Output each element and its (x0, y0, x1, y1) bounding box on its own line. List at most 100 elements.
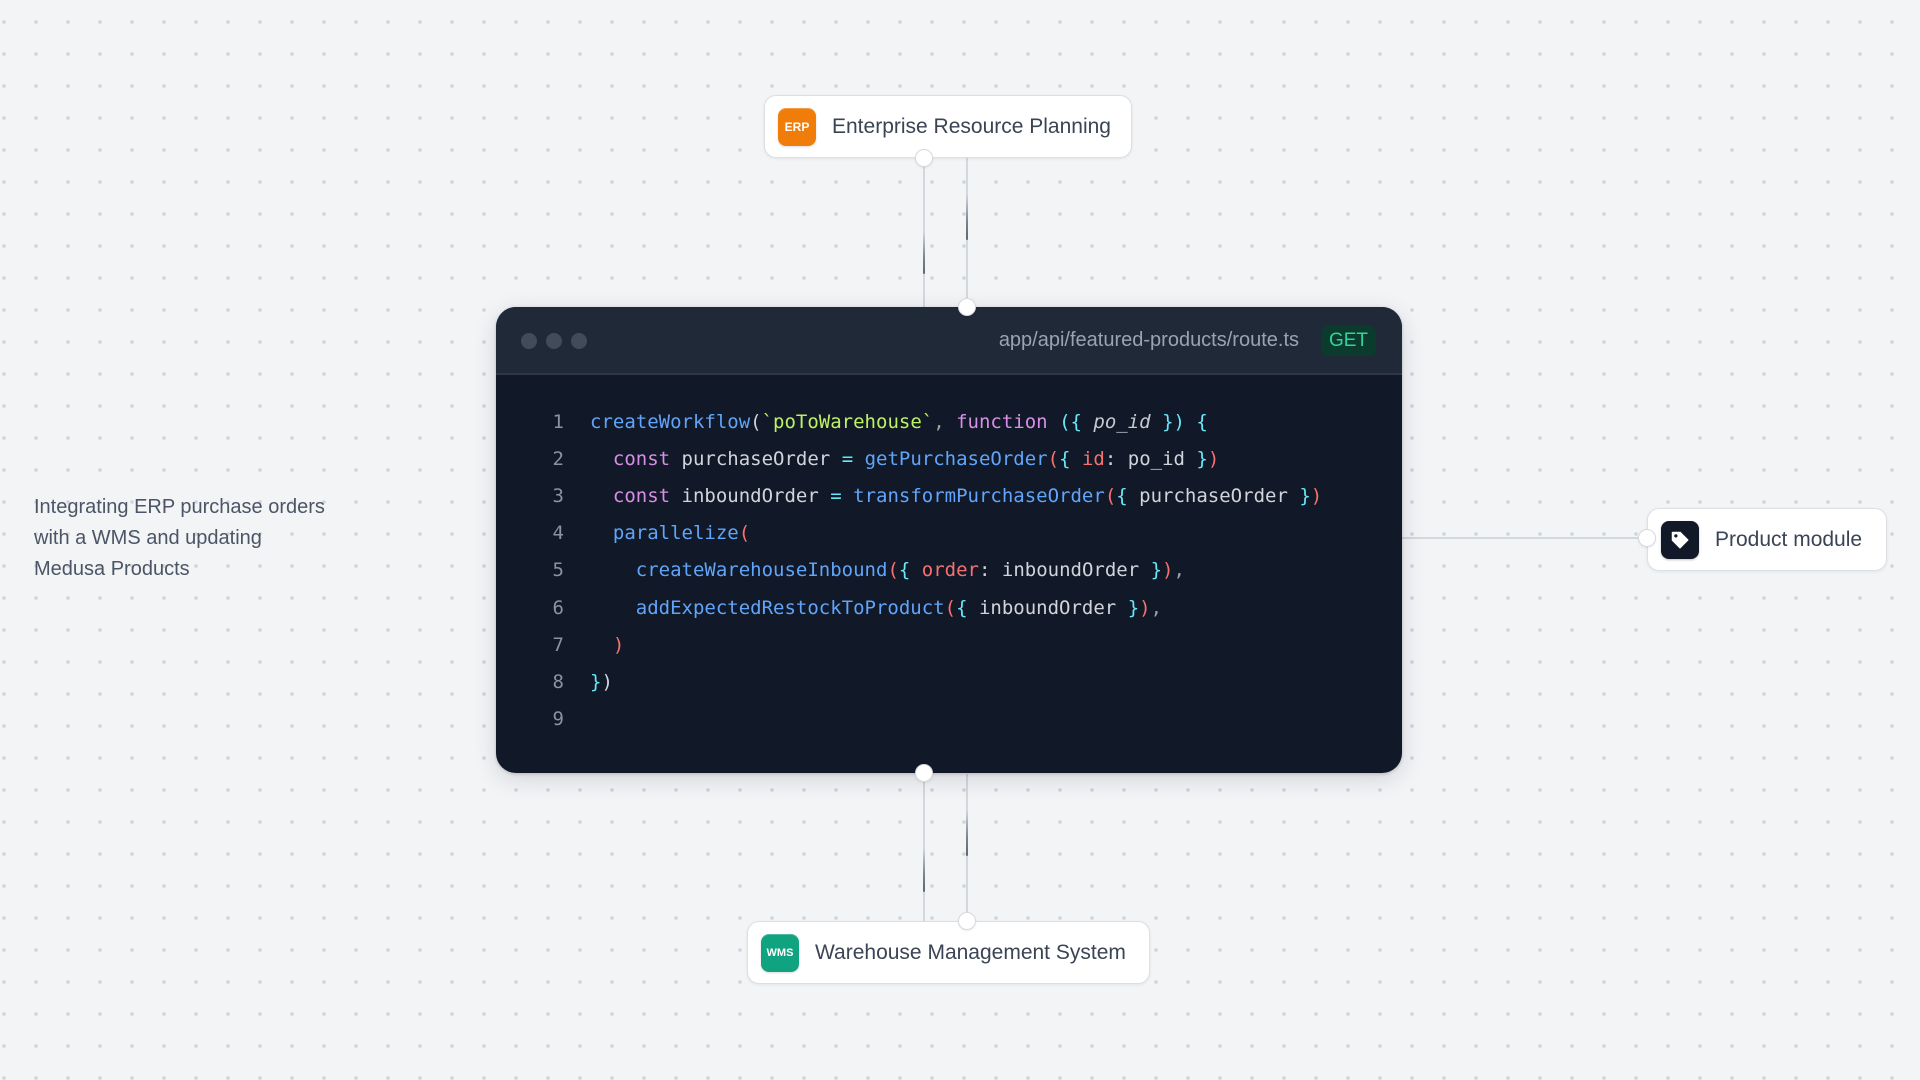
code-token: ( (750, 410, 762, 433)
code-line: 8}) (496, 663, 1402, 700)
window-dot-minimize (546, 333, 562, 349)
erp-node-label: Enterprise Resource Planning (832, 114, 1111, 138)
code-token (842, 485, 853, 507)
code-token: } (1299, 484, 1311, 507)
code-token: ({ (1059, 410, 1082, 433)
code-window-header: app/api/featured-products/route.ts GET (496, 307, 1402, 375)
code-token (590, 522, 613, 544)
code-token (1151, 411, 1162, 433)
code-token: ) (612, 633, 625, 656)
code-token: ) (1139, 596, 1151, 619)
connector-product (1402, 537, 1652, 539)
code-token: } (590, 670, 602, 693)
code-token: ) (601, 670, 613, 693)
code-token: } (1196, 447, 1208, 470)
description-line: Integrating ERP purchase orders (34, 496, 325, 518)
code-token: const (612, 484, 671, 507)
code-token: inboundOrder (967, 596, 1128, 619)
line-number: 8 (552, 670, 564, 693)
erp-output-handle[interactable] (915, 149, 933, 167)
code-token: transformPurchaseOrder (853, 484, 1105, 507)
connector-pulse (923, 232, 925, 274)
code-token: = (841, 447, 854, 470)
tag-icon (1661, 520, 1699, 559)
code-token (853, 448, 864, 470)
product-input-handle[interactable] (1638, 529, 1656, 547)
code-token: po_id (1093, 410, 1151, 433)
code-token: getPurchaseOrder (864, 447, 1048, 470)
wms-icon: WMS (761, 933, 799, 972)
window-output-handle[interactable] (915, 764, 933, 782)
code-token (910, 559, 921, 581)
product-node-label: Product module (1715, 527, 1863, 551)
code-token: ) (1310, 484, 1323, 507)
line-number: 5 (552, 559, 564, 582)
code-token: ( (887, 559, 899, 582)
code-line: 4 parallelize( (496, 515, 1402, 552)
connector-erp-right (966, 158, 968, 306)
line-number: 7 (552, 633, 564, 656)
code-token: id (1081, 447, 1105, 470)
code-token: parallelize (612, 522, 739, 545)
code-token: }) (1162, 410, 1185, 433)
code-token: { (898, 559, 911, 582)
wms-input-handle[interactable] (958, 912, 976, 930)
code-line: 9 (496, 701, 1402, 738)
description-line: Medusa Products (34, 558, 190, 580)
line-number: 2 (552, 447, 564, 470)
code-token: function (956, 410, 1048, 433)
connector-wms-left (923, 774, 925, 922)
code-token: , (933, 410, 957, 433)
code-token: { (1059, 447, 1071, 470)
wms-node[interactable]: WMS Warehouse Management System (747, 921, 1150, 984)
window-input-handle[interactable] (958, 298, 976, 316)
code-line: 7 ) (496, 626, 1402, 663)
code-token: } (1127, 596, 1140, 619)
code-token: , (1150, 596, 1163, 619)
code-window: app/api/featured-products/route.ts GET 1… (496, 307, 1402, 773)
window-dot-maximize (571, 333, 587, 349)
code-token: `poToWarehouse` (761, 410, 934, 433)
code-token (590, 634, 613, 656)
code-token (590, 559, 636, 581)
code-token: = (830, 484, 842, 507)
erp-badge-text: ERP (784, 119, 810, 134)
code-token (590, 485, 613, 507)
code-token: : inboundOrder (979, 559, 1151, 582)
line-number: 3 (552, 484, 564, 507)
line-number: 4 (552, 522, 564, 545)
file-path: app/api/featured-products/route.ts (998, 329, 1299, 351)
erp-node[interactable]: ERP Enterprise Resource Planning (764, 95, 1132, 158)
code-line: 2 const purchaseOrder = getPurchaseOrder… (496, 440, 1402, 477)
window-dot-close (521, 333, 537, 349)
http-method-badge: GET (1320, 326, 1376, 356)
code-token: order (921, 559, 979, 582)
code-token: { (956, 596, 968, 619)
code-token (1185, 411, 1196, 433)
code-token (1048, 411, 1059, 433)
connector-pulse (966, 810, 968, 856)
code-token: ) (1162, 559, 1174, 582)
code-token: const (612, 447, 671, 470)
product-module-node[interactable]: Product module (1647, 508, 1887, 571)
connector-erp-left (923, 160, 925, 308)
code-token (590, 597, 636, 619)
wms-node-label: Warehouse Management System (815, 940, 1126, 964)
code-token: { (1116, 484, 1128, 507)
line-number: 6 (552, 596, 564, 619)
line-number: 1 (552, 410, 564, 433)
code-token: ( (1104, 484, 1117, 507)
code-token (1082, 411, 1093, 433)
code-token: ( (1047, 447, 1060, 470)
code-token: , (1173, 559, 1185, 582)
erp-icon: ERP (778, 107, 816, 146)
code-token: addExpectedRestockToProduct (635, 596, 945, 619)
code-token: inboundOrder (670, 484, 831, 507)
code-token: createWarehouseInbound (635, 559, 888, 582)
code-token: ) (1207, 447, 1220, 470)
code-token: { (1196, 410, 1208, 433)
diagram-description: Integrating ERP purchase orders with a W… (34, 492, 374, 585)
code-token: : po_id (1104, 447, 1197, 470)
